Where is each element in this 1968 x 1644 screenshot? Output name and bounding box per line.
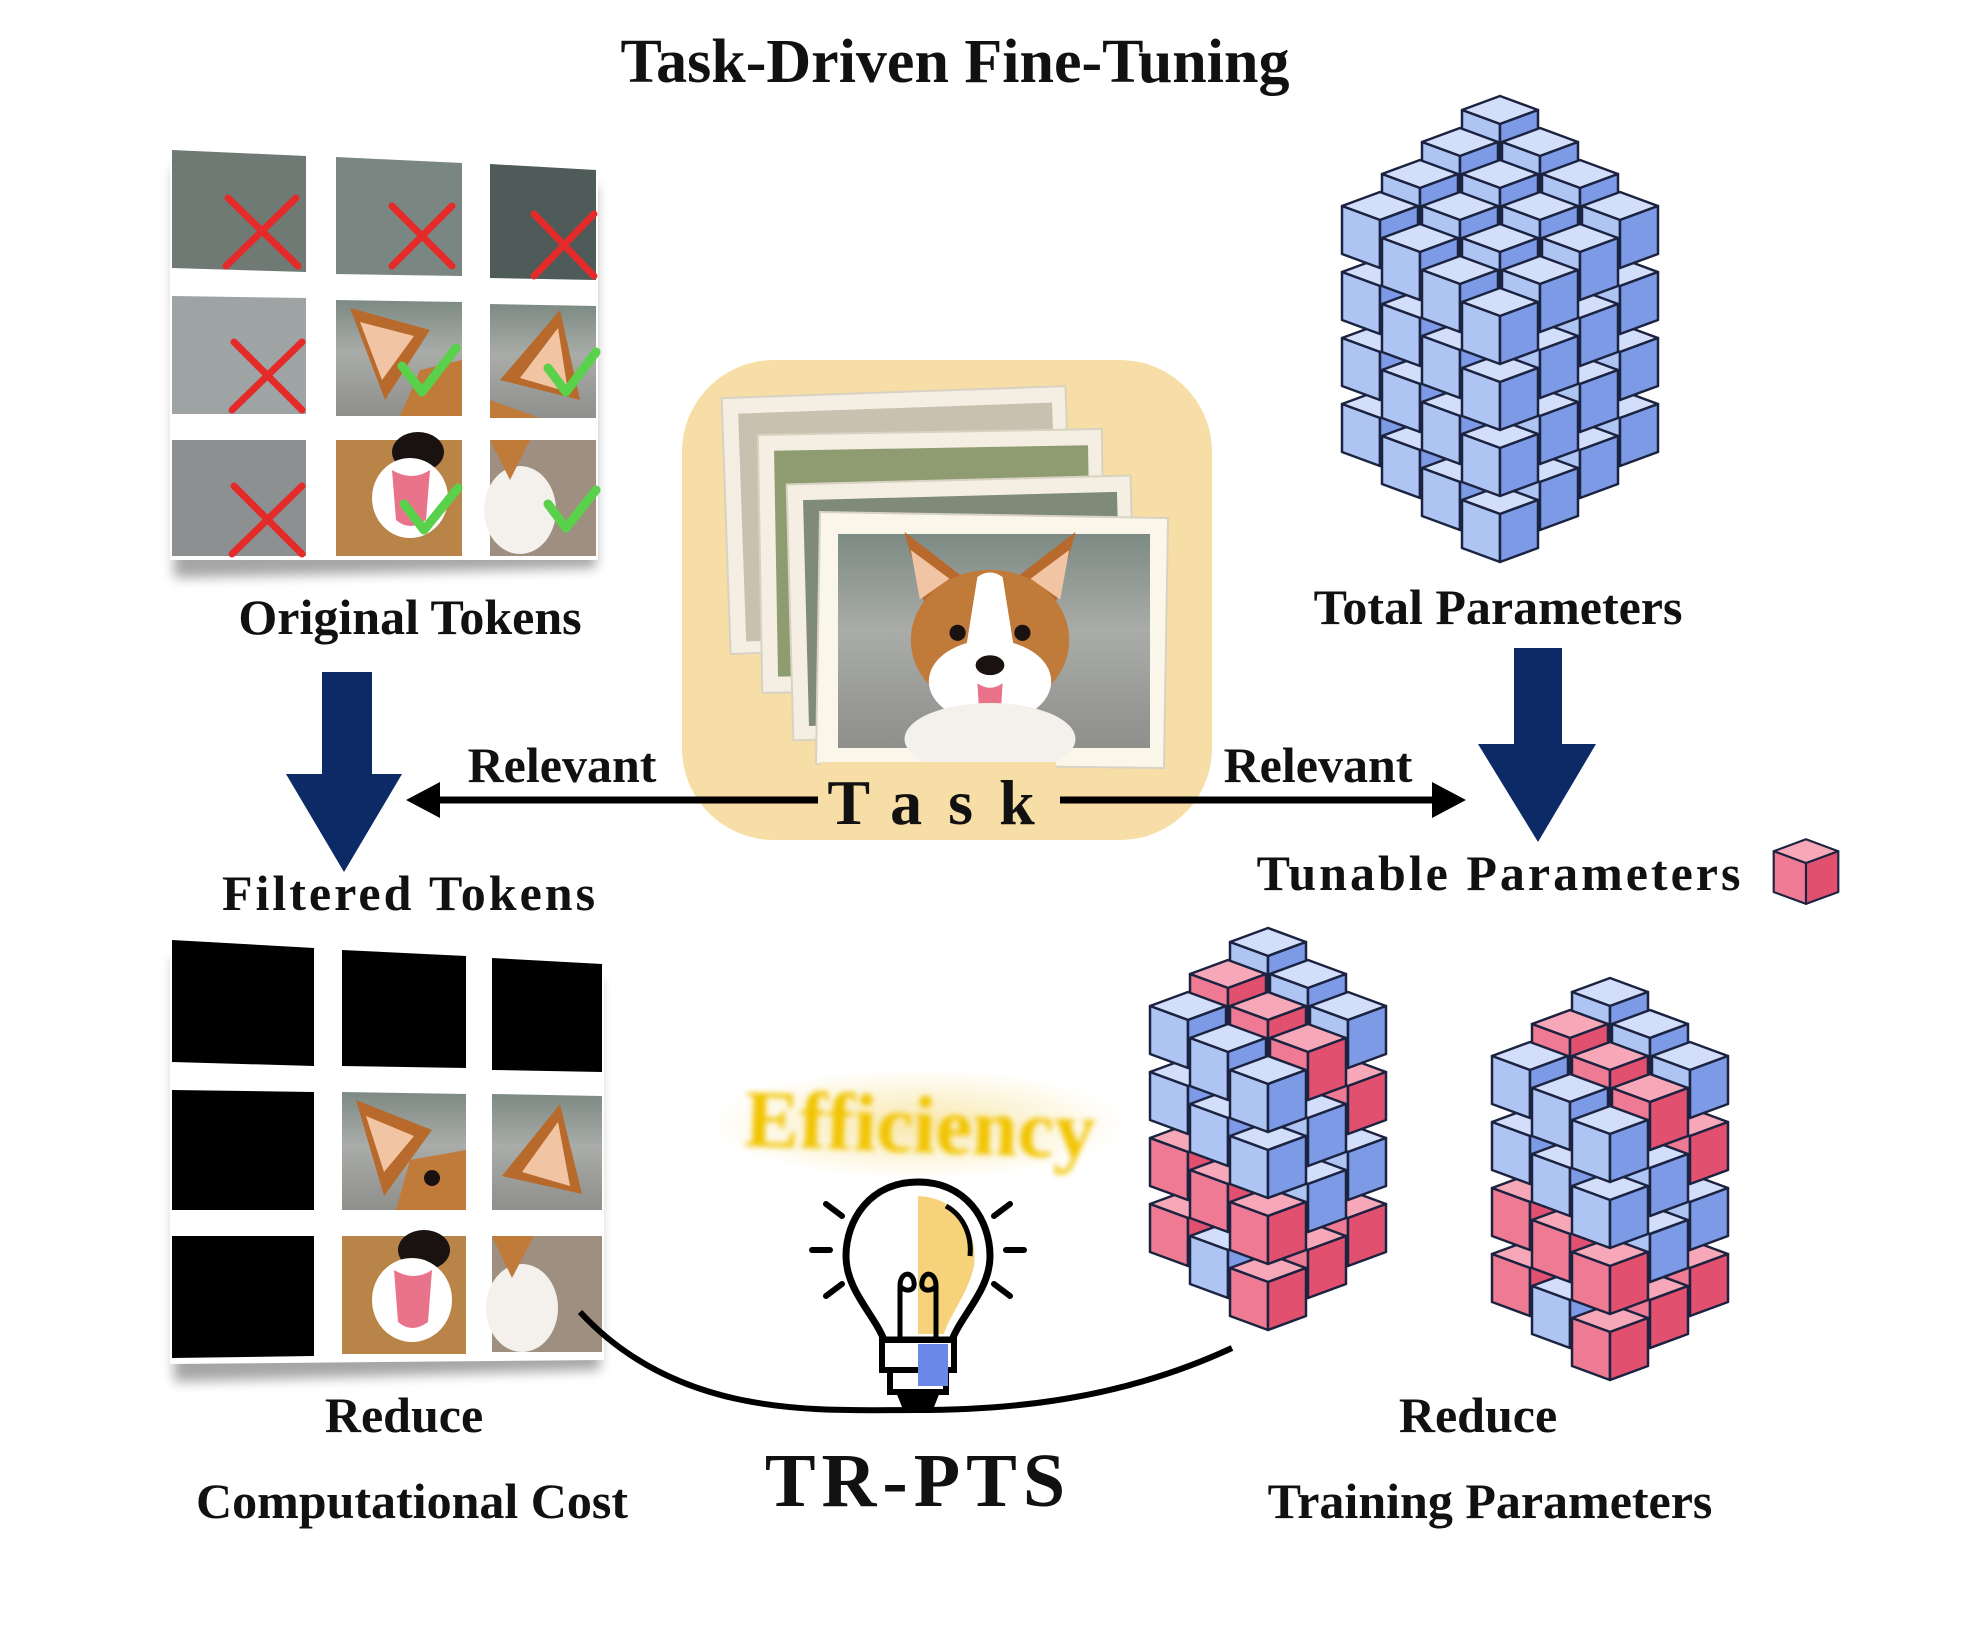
masked-token-r1c2 bbox=[342, 950, 466, 1068]
cross-icon bbox=[222, 194, 302, 270]
relevant-left-label: Relevant bbox=[468, 737, 657, 793]
tunable-cube bbox=[1570, 1236, 1650, 1316]
check-icon bbox=[543, 347, 601, 397]
tunable-parameters-cube-blocks bbox=[1148, 926, 1730, 1382]
left-down-arrow-icon bbox=[286, 672, 402, 872]
task-panel bbox=[682, 360, 1212, 840]
masked-token-r1c1 bbox=[172, 940, 314, 1066]
kept-token-r2c2 bbox=[342, 1092, 466, 1210]
kept-token-r3c3 bbox=[486, 1236, 602, 1352]
cross-mark-icons bbox=[222, 194, 598, 558]
reduce-training-parameters-label: Training Parameters bbox=[1268, 1473, 1713, 1529]
tunable-cube bbox=[1228, 1252, 1308, 1332]
masked-token-r2c1 bbox=[172, 1090, 314, 1210]
check-icon bbox=[397, 343, 461, 397]
diagram-title: Task-Driven Fine-Tuning bbox=[620, 28, 1289, 96]
relevant-left-arrow-icon bbox=[406, 782, 818, 818]
original-tokens-label: Original Tokens bbox=[238, 589, 581, 645]
token-cell-r3c2 bbox=[336, 432, 462, 556]
parameter-cube bbox=[1460, 418, 1540, 498]
parameter-cube bbox=[1460, 352, 1540, 432]
token-cell-r3c3 bbox=[484, 440, 596, 556]
right-down-arrow-icon bbox=[1478, 648, 1596, 842]
token-cell-r2c3 bbox=[490, 304, 596, 418]
method-name-label: TR-PTS bbox=[765, 1439, 1071, 1523]
cross-icon bbox=[530, 210, 598, 280]
relevant-right-label: Relevant bbox=[1224, 737, 1413, 793]
frozen-cube bbox=[1570, 1170, 1650, 1250]
frozen-cube bbox=[1570, 1104, 1650, 1184]
filtered-tokens-grid bbox=[170, 938, 604, 1382]
task-label-backdrop bbox=[820, 762, 1056, 838]
reduce-left-label: Reduce bbox=[325, 1387, 483, 1443]
masked-token-r3c1 bbox=[172, 1236, 314, 1358]
kept-token-r2c3 bbox=[492, 1094, 602, 1210]
total-parameters-label: Total Parameters bbox=[1314, 579, 1683, 635]
cross-icon bbox=[228, 482, 306, 558]
tunable-parameters-label: Tunable Parameters bbox=[1257, 845, 1744, 901]
tunable-cube bbox=[1228, 1186, 1308, 1266]
original-tokens-grid bbox=[170, 148, 601, 578]
lightbulb-icon bbox=[809, 1178, 1027, 1412]
kept-token-r3c2 bbox=[342, 1230, 466, 1354]
total-parameters-cube-block bbox=[1340, 94, 1660, 564]
frozen-cube bbox=[1228, 1054, 1308, 1134]
task-image-stack bbox=[720, 385, 1170, 775]
masked-token-r1c3 bbox=[492, 958, 602, 1072]
pink-cube-icon bbox=[1772, 838, 1840, 905]
efficiency-glow bbox=[708, 1068, 1128, 1180]
relevant-right-arrow-icon bbox=[1060, 782, 1466, 818]
check-icon bbox=[543, 485, 601, 533]
parameter-cube bbox=[1460, 286, 1540, 366]
reduce-computational-cost-label: Computational Cost bbox=[196, 1473, 628, 1529]
check-icon bbox=[399, 483, 463, 535]
efficiency-label: Efficiency bbox=[743, 1073, 1097, 1176]
reduce-right-label: Reduce bbox=[1399, 1387, 1557, 1443]
tunable-cube bbox=[1570, 1302, 1650, 1382]
frozen-cube bbox=[1228, 1120, 1308, 1200]
check-mark-icons bbox=[397, 343, 601, 535]
cross-icon bbox=[388, 202, 456, 270]
filtered-tokens-label: Filtered Tokens bbox=[222, 865, 598, 921]
task-label: Task bbox=[827, 767, 1060, 838]
parameter-cube bbox=[1460, 484, 1540, 564]
cross-icon bbox=[228, 338, 306, 414]
